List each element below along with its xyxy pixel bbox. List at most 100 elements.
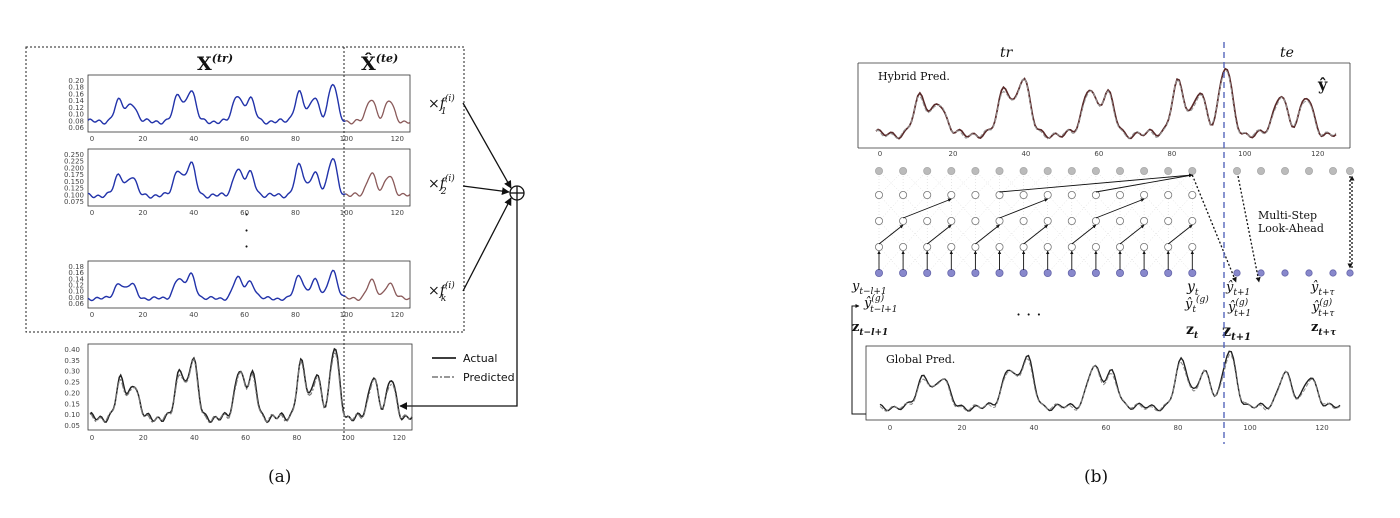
global-xtick: 20 [958,424,967,432]
net-node [899,268,908,277]
mini3-xtick: 60 [240,311,249,319]
dilation-arrow [878,224,904,245]
legend-actual: Actual [463,352,497,365]
net-node [923,166,932,175]
net-node [995,166,1004,175]
net-node [947,216,956,225]
mini3-ytick: 0.08 [68,294,84,302]
dilation-arrow [1071,224,1097,245]
net-node [1019,242,1028,251]
net-node [899,166,908,175]
mini1-ytick: 0.08 [68,117,84,125]
net-node [947,242,956,251]
hybrid-title: Hybrid Pred. [878,70,950,83]
net-node-future-input [1346,269,1354,277]
mini2-ytick: 0.150 [64,178,84,186]
mini1-xtick: 100 [340,135,353,143]
global-xtick: 0 [888,424,892,432]
net-node [995,268,1004,277]
net-node-future-output [1329,166,1338,175]
bottom-ytick: 0.30 [64,368,80,376]
net-node [1067,242,1076,251]
bottom-xtick: 0 [90,434,94,442]
net-node [1188,166,1197,175]
dilation-arrow [1167,224,1193,245]
panel-a: X(tr) X̂(te) 0.200.180.160.140.120.100.0… [25,46,525,487]
net-node [947,190,956,199]
net-node [1091,216,1100,225]
net-node-future-output [1346,166,1355,175]
net-node [1019,268,1028,277]
lookahead-arrow [1237,175,1261,283]
bottom-ytick: 0.25 [64,379,80,387]
global-xtick: 40 [1030,424,1039,432]
mini1-ytick: 0.16 [68,90,84,98]
net-node [899,242,908,251]
net-node [1067,190,1076,199]
header-train: X(tr) [197,52,233,75]
net-node [1091,242,1100,251]
net-node [1116,216,1125,225]
ellipsis: · · · [1016,305,1041,324]
net-node [899,190,908,199]
net-node [971,190,980,199]
net-node [875,268,884,277]
net-node [995,216,1004,225]
mini2-ytick: 0.100 [64,191,84,199]
net-node-future-input [1305,269,1313,277]
factor-1: ×f(i)1 [428,93,455,117]
bottom-xtick: 120 [393,434,406,442]
net-node [1188,216,1197,225]
mini1-xtick: 20 [138,135,147,143]
net-node [875,190,884,199]
vdots-3: · [244,237,249,256]
mini3-xtick: 120 [391,311,404,319]
mini3-ytick: 0.10 [68,288,84,296]
net-node-future-input [1329,269,1337,277]
caption-b: (b) [1084,467,1108,487]
caption-a: (a) [268,467,291,487]
basis-curve-2 [87,157,346,199]
net-node [1019,216,1028,225]
bottom-ytick: 0.15 [64,400,80,408]
label-y-tau: ŷt+τ [1310,280,1336,298]
bottom-ytick: 0.20 [64,389,80,397]
net-node [899,216,908,225]
dilation-arrow [975,224,1000,245]
arrow-factor-2-sum [462,185,510,195]
net-node-future-output [1257,166,1266,175]
mini1-xtick: 60 [240,135,249,143]
net-node [1188,190,1197,199]
panel-a-dashed-frame [25,46,465,333]
net-node [923,242,932,251]
global-actual-curve [879,350,1341,412]
mini2-xtick: 100 [340,209,353,217]
mini2-ytick: 0.250 [64,151,84,159]
mini2-xtick: 60 [240,209,249,217]
net-node [1116,242,1125,251]
yhat-symbol: ŷ [1317,75,1328,94]
basis-curve-1 [87,83,346,125]
net-node [1140,242,1149,251]
net-node-future-output [1281,166,1290,175]
mini3-ytick: 0.16 [68,269,84,277]
net-node [1164,242,1173,251]
dilation-arrow [1095,173,1193,193]
label-y-left: yt−l+1 [851,279,887,297]
net-node [1019,166,1028,175]
mini2-xtick: 80 [291,209,300,217]
bottom-plot-frame [87,343,413,431]
net-node [1164,190,1173,199]
net-node [1043,242,1052,251]
mini1-ytick: 0.10 [68,111,84,119]
dilation-arrow [926,224,952,245]
mini1-ytick: 0.20 [68,77,84,85]
net-node [923,216,932,225]
net-node [1067,166,1076,175]
net-node [1140,190,1149,199]
net-node [1067,268,1076,277]
bottom-xtick: 60 [241,434,250,442]
mini-plot-3-frame [87,260,411,309]
lookahead-arrow [1191,174,1237,283]
mini3-ytick: 0.14 [68,275,84,283]
